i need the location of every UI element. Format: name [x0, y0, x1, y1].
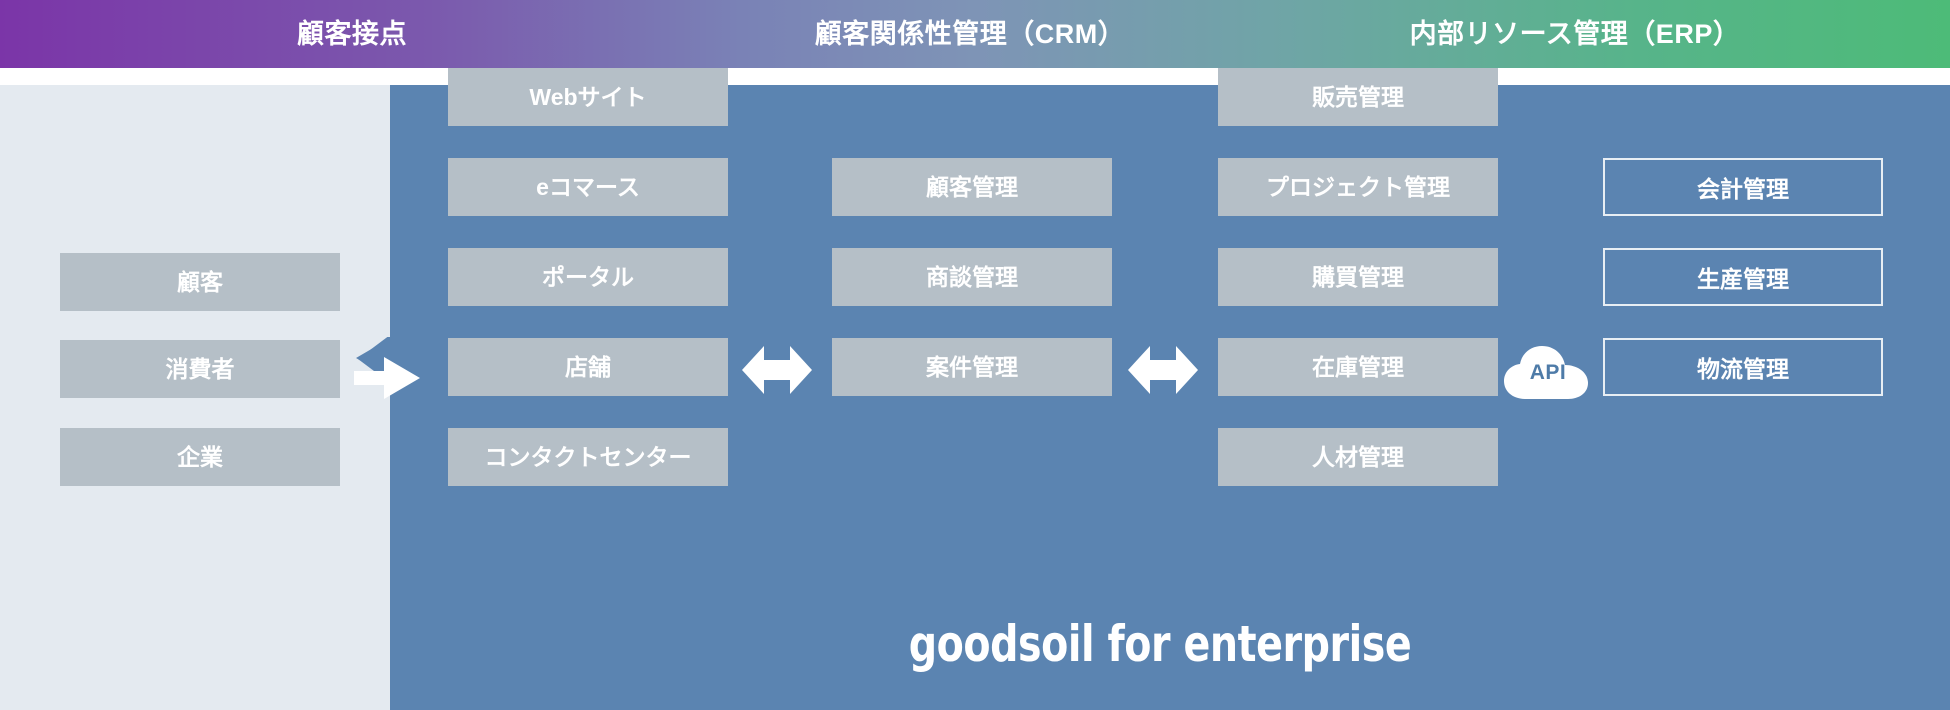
cloud-icon: [1504, 346, 1588, 399]
box-customer-shohisha[interactable]: 消費者: [60, 340, 340, 398]
double-headed-arrow-icon-crm-erp: [1128, 340, 1198, 400]
header-gradient-bar: [0, 0, 1950, 68]
product-logo: goodsoil for enterprise: [908, 615, 1412, 673]
box-touchpoint-website[interactable]: Webサイト: [448, 68, 728, 126]
box-touchpoint-ecommerce[interactable]: eコマース: [448, 158, 728, 216]
box-touchpoint-portal[interactable]: ポータル: [448, 248, 728, 306]
box-erp-project-management[interactable]: プロジェクト管理: [1218, 158, 1498, 216]
box-touchpoint-store[interactable]: 店舗: [448, 338, 728, 396]
header-label-crm: 顧客関係性管理（CRM）: [814, 19, 1126, 49]
box-external-accounting[interactable]: 会計管理: [1603, 158, 1883, 216]
box-external-production[interactable]: 生産管理: [1603, 248, 1883, 306]
box-erp-inventory-management[interactable]: 在庫管理: [1218, 338, 1498, 396]
box-external-logistics[interactable]: 物流管理: [1603, 338, 1883, 396]
box-crm-project-case-management[interactable]: 案件管理: [832, 338, 1112, 396]
double-headed-arrow-icon-touchpoint-crm: [742, 340, 812, 400]
box-crm-opportunity-management[interactable]: 商談管理: [832, 248, 1112, 306]
box-erp-procurement-management[interactable]: 購買管理: [1218, 248, 1498, 306]
box-erp-hr-management[interactable]: 人材管理: [1218, 428, 1498, 486]
box-erp-sales-management[interactable]: 販売管理: [1218, 68, 1498, 126]
header-label-erp: 内部リソース管理（ERP）: [1409, 19, 1741, 49]
api-label: API: [1529, 361, 1567, 384]
box-crm-customer-management[interactable]: 顧客管理: [832, 158, 1112, 216]
exchange-arrow-icon: [352, 335, 424, 399]
box-customer-kokyaku[interactable]: 顧客: [60, 253, 340, 311]
header-label-touchpoint: 顧客接点: [297, 19, 407, 49]
box-customer-kigyo[interactable]: 企業: [60, 428, 340, 486]
api-cloud-connector: API: [1502, 343, 1594, 405]
box-touchpoint-contact-center[interactable]: コンタクトセンター: [448, 428, 728, 486]
